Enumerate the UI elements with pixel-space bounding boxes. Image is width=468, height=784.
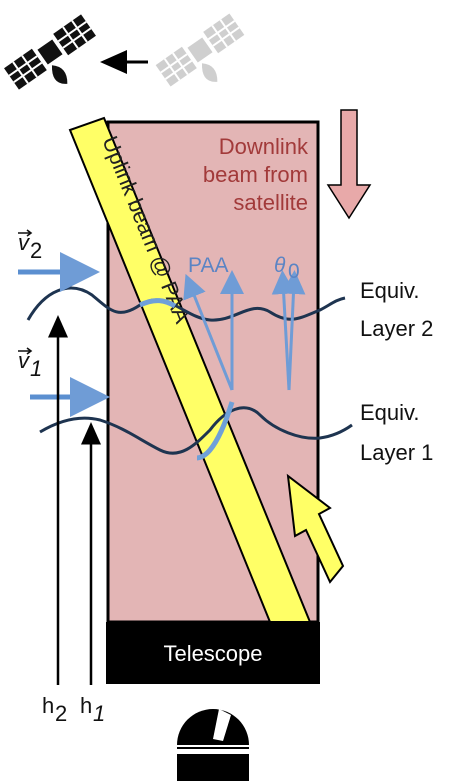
layer1-highlight [196, 401, 235, 461]
observatory-dome-icon [177, 709, 249, 781]
downlink-label-line1: Downlink [219, 134, 309, 159]
theta0-arrows [271, 270, 306, 391]
downlink-label-line3: satellite [233, 190, 308, 215]
svg-text:1: 1 [93, 701, 105, 726]
downlink-column [106, 120, 320, 624]
svg-text:2: 2 [30, 238, 42, 263]
svg-text:0: 0 [288, 260, 300, 283]
v1-label: v 1 [18, 347, 42, 381]
svg-text:θ: θ [274, 254, 286, 277]
layer2-line [26, 286, 346, 322]
v2-label: v 2 [18, 229, 42, 263]
layer2-label-line1: Equiv. [360, 278, 420, 303]
svg-text:2: 2 [55, 701, 67, 726]
layer2-highlight [138, 298, 177, 309]
layer1-label-line2: Layer 1 [360, 440, 433, 465]
svg-text:h: h [42, 693, 54, 718]
satellite-ghost-icon [155, 13, 245, 87]
layer2-label-line2: Layer 2 [360, 316, 433, 341]
telescope-label: Telescope [163, 641, 262, 666]
uplink-direction-arrow [286, 473, 345, 584]
paa-label: PAA [188, 254, 228, 277]
svg-text:h: h [80, 693, 92, 718]
paa-arrows [183, 270, 244, 391]
downlink-label-line2: beam from [203, 162, 308, 187]
telescope-base [106, 622, 320, 684]
satellite-icon [4, 14, 96, 90]
svg-text:1: 1 [30, 356, 42, 381]
layer1-line [39, 406, 353, 455]
h1-label: h 1 [80, 693, 105, 726]
h2-label: h 2 [42, 693, 67, 726]
downlink-arrow [326, 109, 372, 220]
theta0-label: θ 0 [274, 254, 300, 283]
layer1-label-line1: Equiv. [360, 400, 420, 425]
